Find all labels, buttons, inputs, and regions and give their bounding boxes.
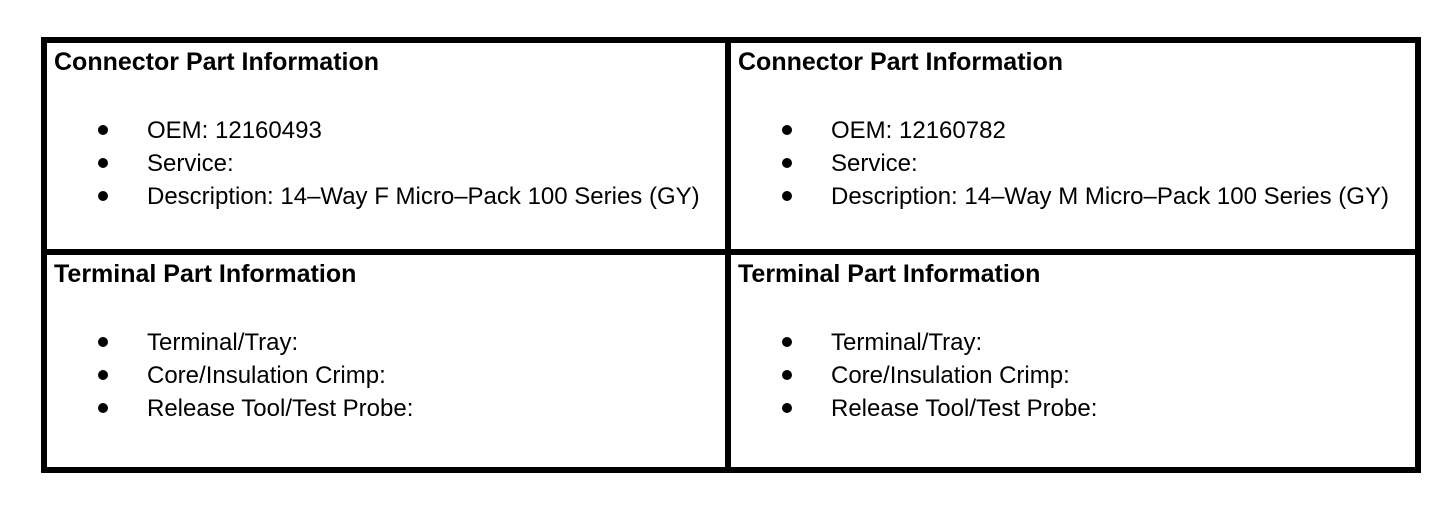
bullet-item-description: Description: 14–Way M Micro–Pack 100 Ser…	[731, 180, 1415, 213]
bullet-icon	[782, 125, 792, 135]
bullet-icon	[782, 158, 792, 168]
bullet-item-text: OEM: 12160493	[147, 117, 322, 144]
bullet-item-text: Description: 14–Way F Micro–Pack 100 Ser…	[147, 183, 700, 210]
bullet-icon	[98, 191, 108, 201]
bullet-item-oem: OEM: 12160782	[731, 114, 1415, 147]
part-information-table: Connector Part Information OEM: 12160493…	[41, 37, 1421, 473]
bullet-item-text: Core/Insulation Crimp:	[147, 362, 386, 389]
panel-connector-right: Connector Part Information OEM: 12160782…	[731, 43, 1415, 255]
panel-title: Terminal Part Information	[54, 260, 357, 288]
bullet-item-text: Release Tool/Test Probe:	[147, 395, 414, 422]
panel-bullet-list: OEM: 12160782 Service: Description: 14–W…	[731, 114, 1415, 213]
bullet-item-release-tool-test-probe: Release Tool/Test Probe:	[47, 392, 725, 425]
panel-title: Connector Part Information	[738, 48, 1064, 76]
bullet-item-service: Service:	[47, 147, 725, 180]
panel-terminal-right: Terminal Part Information Terminal/Tray:…	[731, 255, 1415, 467]
bullet-item-core-insulation-crimp: Core/Insulation Crimp:	[731, 359, 1415, 392]
bullet-icon	[98, 337, 108, 347]
panel-bullet-list: Terminal/Tray: Core/Insulation Crimp: Re…	[731, 326, 1415, 425]
bullet-item-text: Release Tool/Test Probe:	[831, 395, 1098, 422]
bullet-item-description: Description: 14–Way F Micro–Pack 100 Ser…	[47, 180, 725, 213]
bullet-icon	[98, 158, 108, 168]
bullet-item-text: Core/Insulation Crimp:	[831, 362, 1070, 389]
bullet-item-core-insulation-crimp: Core/Insulation Crimp:	[47, 359, 725, 392]
bullet-item-release-tool-test-probe: Release Tool/Test Probe:	[731, 392, 1415, 425]
panel-bullet-list: Terminal/Tray: Core/Insulation Crimp: Re…	[47, 326, 725, 425]
panel-bullet-list: OEM: 12160493 Service: Description: 14–W…	[47, 114, 725, 213]
bullet-item-text: Service:	[831, 150, 918, 177]
bullet-item-service: Service:	[731, 147, 1415, 180]
panel-title: Terminal Part Information	[738, 260, 1041, 288]
bullet-item-terminal-tray: Terminal/Tray:	[731, 326, 1415, 359]
bullet-item-text: OEM: 12160782	[831, 117, 1006, 144]
bullet-item-text: Description: 14–Way M Micro–Pack 100 Ser…	[831, 183, 1389, 210]
bullet-icon	[782, 337, 792, 347]
bullet-item-text: Terminal/Tray:	[147, 329, 299, 356]
bullet-item-oem: OEM: 12160493	[47, 114, 725, 147]
bullet-item-terminal-tray: Terminal/Tray:	[47, 326, 725, 359]
bullet-icon	[98, 370, 108, 380]
bullet-icon	[782, 191, 792, 201]
bullet-icon	[98, 125, 108, 135]
panel-connector-left: Connector Part Information OEM: 12160493…	[47, 43, 731, 255]
bullet-icon	[98, 403, 108, 413]
bullet-item-text: Terminal/Tray:	[831, 329, 983, 356]
panel-terminal-left: Terminal Part Information Terminal/Tray:…	[47, 255, 731, 467]
bullet-item-text: Service:	[147, 150, 234, 177]
bullet-icon	[782, 370, 792, 380]
bullet-icon	[782, 403, 792, 413]
panel-title: Connector Part Information	[54, 48, 380, 76]
